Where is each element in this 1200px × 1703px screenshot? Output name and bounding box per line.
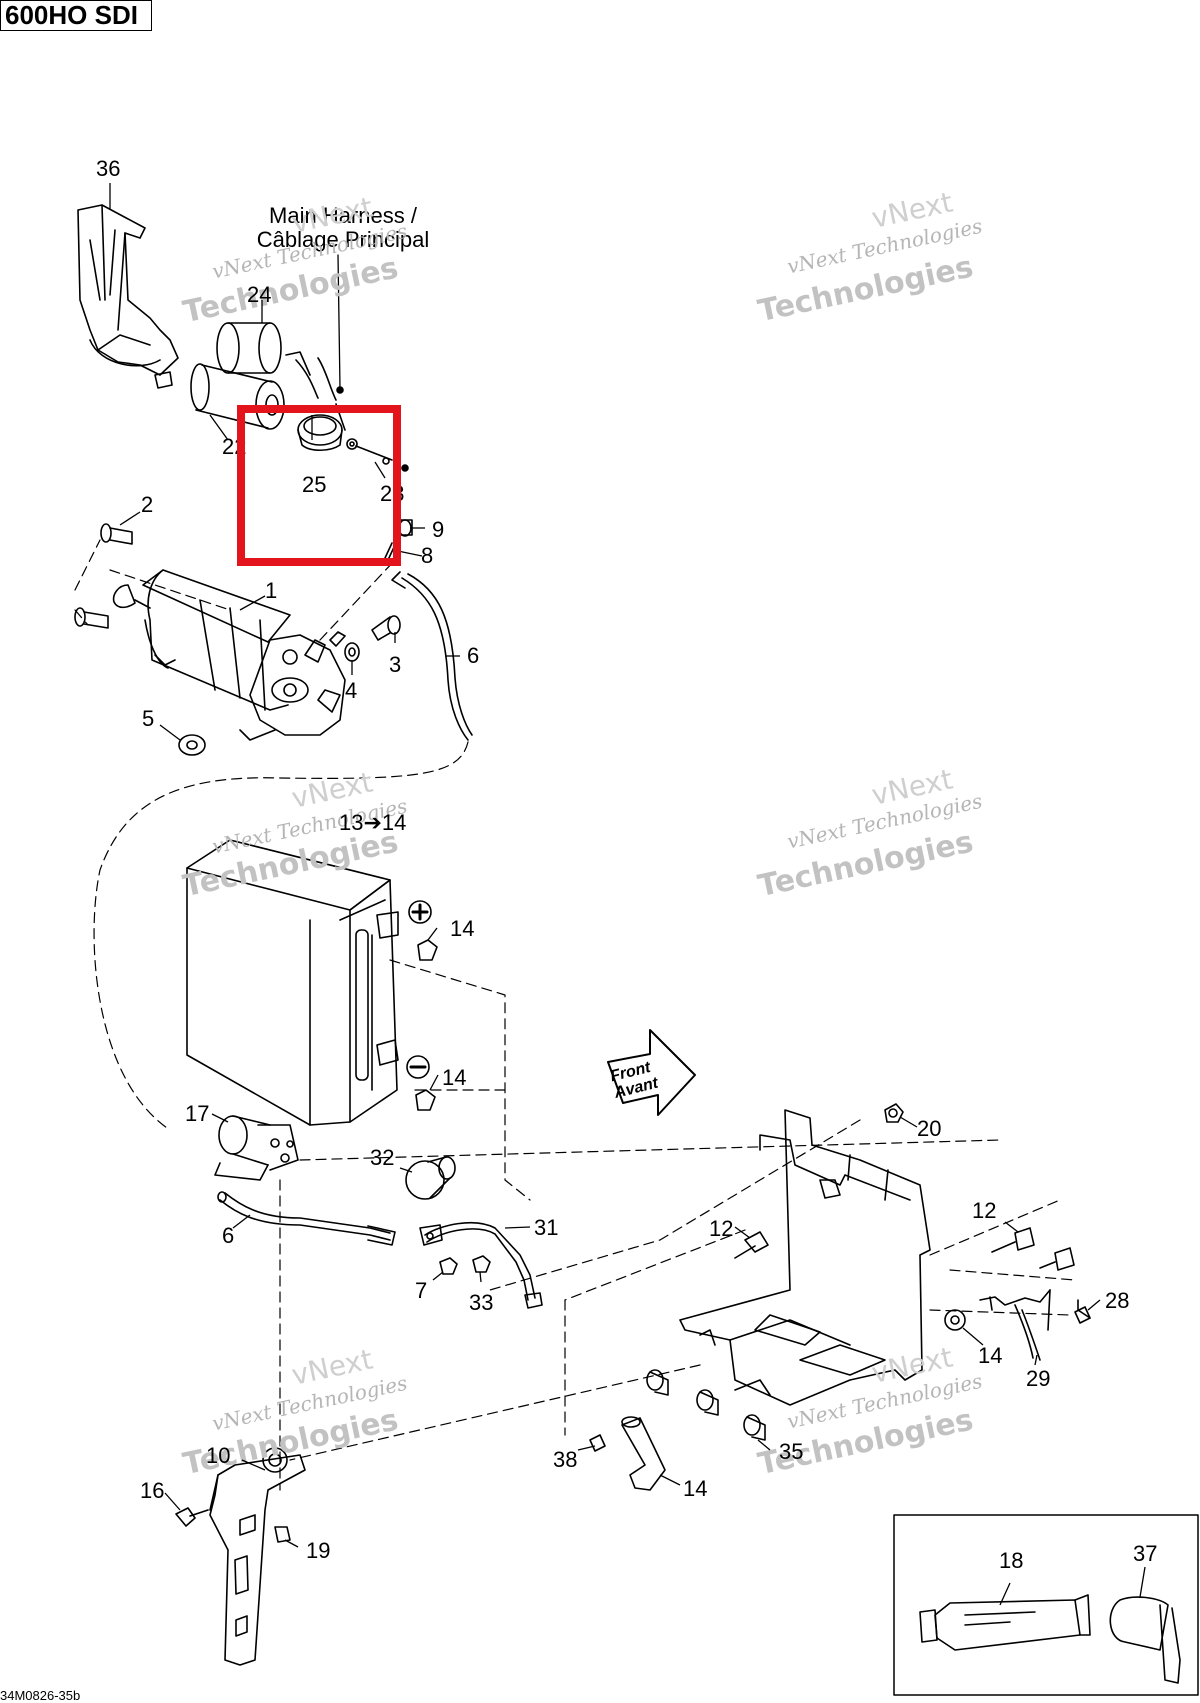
callout-37: 18 bbox=[999, 1548, 1024, 1573]
ground-cable bbox=[419, 1221, 543, 1309]
ring-terminal-cover bbox=[297, 414, 409, 472]
starter-cable bbox=[391, 571, 473, 741]
callout-12-left: 12 bbox=[709, 1216, 734, 1241]
callout-36: 36 bbox=[96, 156, 121, 181]
starter-motor bbox=[112, 569, 346, 741]
solenoid-cable bbox=[217, 1191, 396, 1246]
lower-support-bracket bbox=[209, 1447, 306, 1666]
document-code: 34M0826-35b bbox=[0, 1688, 81, 1703]
callout-1: 1 bbox=[265, 578, 278, 603]
callout-17: 17 bbox=[185, 1101, 210, 1126]
callout-14-strap: 28 bbox=[1105, 1288, 1130, 1313]
front-arrow bbox=[607, 1029, 696, 1116]
callout-20: 20 bbox=[917, 1116, 942, 1141]
starter-solenoid bbox=[214, 1115, 299, 1181]
callout-33: 33 bbox=[469, 1290, 494, 1315]
callout-10: 35 bbox=[779, 1439, 804, 1464]
rubber-sleeve bbox=[216, 322, 282, 374]
callout-19: 16 bbox=[140, 1478, 165, 1503]
battery bbox=[186, 839, 432, 1126]
terminal-cap bbox=[405, 1156, 456, 1200]
callout-14-negative: 14 bbox=[442, 1065, 467, 1090]
callout-4: 4 bbox=[345, 678, 358, 703]
highlight-box bbox=[237, 405, 401, 566]
battery-tray bbox=[679, 1109, 931, 1406]
callout-29: 14 bbox=[978, 1343, 1003, 1368]
callout-18: 19 bbox=[306, 1538, 331, 1563]
callout-5: 5 bbox=[142, 706, 155, 731]
callout-14-vent: 38 bbox=[553, 1447, 578, 1472]
tray-bolts bbox=[734, 1227, 1075, 1271]
bracket-hardware bbox=[175, 1507, 291, 1543]
callout-24: 24 bbox=[247, 282, 272, 307]
callout-38: 37 bbox=[1133, 1541, 1158, 1566]
washers bbox=[178, 642, 360, 756]
callout-31: 31 bbox=[534, 1215, 559, 1240]
callout-35: 14 bbox=[683, 1476, 708, 1501]
vent-elbow bbox=[621, 1416, 666, 1491]
ground-strap bbox=[944, 1289, 1091, 1361]
terminal-nuts bbox=[415, 939, 438, 1111]
callout-6-lower: 6 bbox=[222, 1223, 235, 1248]
routing-dashes bbox=[74, 539, 1076, 1491]
callout-32: 32 bbox=[370, 1145, 395, 1170]
rubber-grommets bbox=[646, 1369, 766, 1441]
callout-7: 7 bbox=[415, 1278, 428, 1303]
callout-6-upper: 6 bbox=[467, 643, 480, 668]
callout-2: 2 bbox=[141, 492, 154, 517]
tray-screws bbox=[589, 1306, 1091, 1452]
starter-support-bracket bbox=[77, 204, 179, 389]
accessory-inset bbox=[893, 1514, 1199, 1696]
callout-25: 25 bbox=[302, 472, 327, 497]
main-harness-wire bbox=[285, 254, 346, 431]
callout-3: 3 bbox=[389, 652, 402, 677]
main-harness-label: Main Harness / Câblage Principal bbox=[256, 203, 430, 252]
callout-8: 8 bbox=[421, 543, 434, 568]
callout-13-14: 13➔14 bbox=[339, 810, 407, 835]
model-label: 600HO SDI bbox=[0, 0, 152, 31]
callout-16: 10 bbox=[206, 1443, 231, 1468]
callout-28: 29 bbox=[1026, 1366, 1051, 1391]
callout-12-right: 12 bbox=[972, 1198, 997, 1223]
callout-9: 9 bbox=[432, 517, 445, 542]
callout-14-positive: 14 bbox=[450, 916, 475, 941]
